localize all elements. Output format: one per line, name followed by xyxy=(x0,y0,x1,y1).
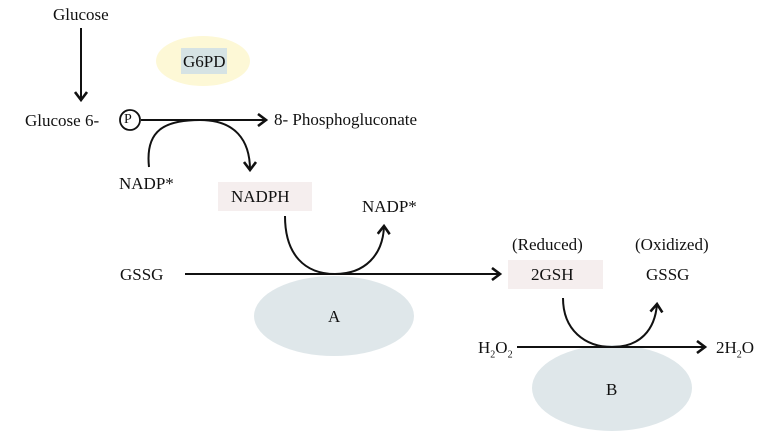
enzyme-b-ellipse xyxy=(532,345,692,431)
phosphate-label: P xyxy=(124,112,132,127)
nadph-label: NADPH xyxy=(231,187,290,206)
enzyme-b-label: B xyxy=(606,380,618,399)
g6pd-label: G6PD xyxy=(183,52,226,71)
gsh-label: 2GSH xyxy=(531,265,574,284)
gsh-box xyxy=(508,260,603,289)
gsh-to-gssg-arc xyxy=(562,297,657,349)
nadph-box xyxy=(218,182,312,211)
enzyme-a-label: A xyxy=(328,307,341,326)
phosphogluconate-label: 8- Phosphogluconate xyxy=(274,110,418,129)
nadp-to-nadph-arc xyxy=(147,118,250,170)
h2o2-label: H2O2 xyxy=(478,338,513,361)
nadp-input-label: NADP* xyxy=(119,174,174,193)
phosphate-circle xyxy=(119,109,141,131)
water-label: 2H2O xyxy=(716,338,755,361)
enzyme-a-ellipse xyxy=(254,276,414,356)
glucose-label: Glucose xyxy=(53,5,109,24)
g6pd-box xyxy=(181,48,227,74)
glucose6-label: Glucose 6- xyxy=(25,111,100,130)
gssg-output-label: GSSG xyxy=(646,265,690,284)
gssg-input-label: GSSG xyxy=(120,265,164,284)
reduced-label: (Reduced) xyxy=(512,235,583,254)
nadph-to-nadp-arc xyxy=(284,215,384,276)
oxidized-label: (Oxidized) xyxy=(635,235,709,254)
nadp-output-label: NADP* xyxy=(362,197,417,216)
